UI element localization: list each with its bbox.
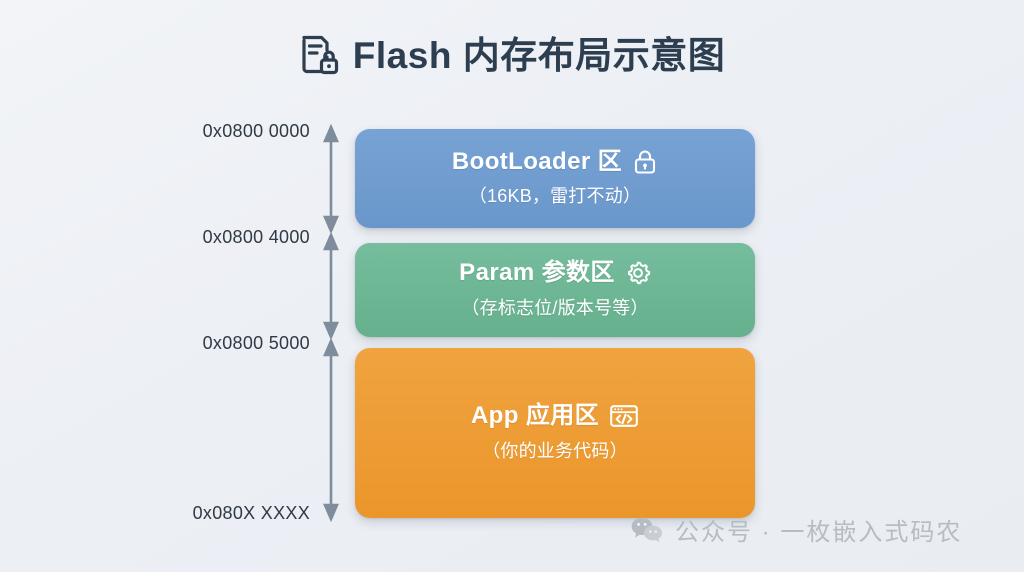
span-arrow-param (323, 231, 339, 341)
gear-icon (627, 262, 650, 285)
address-label-0: 0x0800 0000 (202, 121, 310, 141)
address-label-1: 0x0800 4000 (202, 227, 310, 247)
region-subtitle-app: （你的业务代码） (482, 440, 628, 461)
page-title: Flash 内存布局示意图 (0, 33, 1024, 77)
region-heading-text-app: App 应用区 (470, 402, 600, 430)
span-arrow-app (323, 337, 339, 523)
footer-watermark-text: 公众号 · 一枚嵌入式码农 (675, 519, 963, 546)
wechat-icon (631, 517, 662, 542)
region-block-app[interactable]: App 应用区 （你的业务代码） (355, 348, 755, 518)
region-heading-text-bootloader: BootLoader 区 (451, 147, 623, 175)
region-block-bootloader[interactable]: BootLoader 区 （16KB，雷打不动） (355, 129, 755, 228)
code-window-icon (610, 405, 638, 428)
region-heading-bootloader: BootLoader 区 (451, 147, 658, 175)
region-block-param[interactable]: Param 参数区 （存标志位/版本号等） (355, 243, 755, 337)
lock-icon (635, 150, 656, 174)
span-arrow-bootloader (323, 123, 339, 235)
region-heading-text-param: Param 参数区 (459, 259, 615, 287)
footer-watermark: 公众号 · 一枚嵌入式码农 (630, 512, 962, 547)
region-subtitle-bootloader: （16KB，雷打不动） (468, 186, 642, 207)
address-label-3: 0x080X XXXX (192, 503, 310, 523)
region-subtitle-param: （存标志位/版本号等） (461, 297, 649, 318)
address-label-2: 0x0800 5000 (202, 333, 310, 353)
document-lock-icon (302, 35, 338, 75)
region-heading-param: Param 参数区 (459, 259, 651, 287)
page-title-text: Flash 内存布局示意图 (352, 34, 726, 76)
region-heading-app: App 应用区 (470, 402, 639, 430)
region-span-arrows (323, 123, 339, 523)
